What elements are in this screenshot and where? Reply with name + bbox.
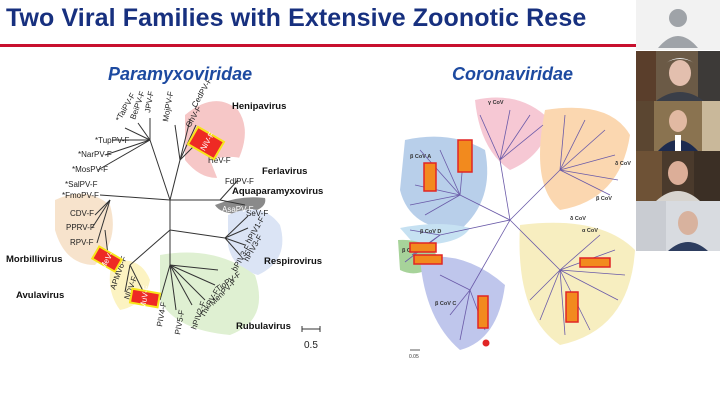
hcov-oc43-highlight <box>457 139 473 173</box>
delta-bubble <box>540 107 630 210</box>
title-divider <box>0 44 636 47</box>
participant-5-video <box>636 201 720 251</box>
gamma-bubble <box>475 97 550 170</box>
tip-piv5: PIV5-F <box>173 309 186 335</box>
niv-highlight <box>186 125 226 161</box>
hcov-229e-highlight <box>579 257 611 268</box>
label-respirovirus: Respirovirus <box>264 256 322 267</box>
tip-mospv: *MosPV-F <box>72 165 108 174</box>
paramyxo-heading: Paramyxoviridae <box>108 64 253 84</box>
tip-fdlpv: FdlPV-F <box>225 177 254 186</box>
participant-1-video <box>636 0 720 50</box>
label-henipavirus: Henipavirus <box>232 101 286 112</box>
sars-cov-highlight <box>409 242 437 253</box>
beta-a-bubble <box>400 136 488 230</box>
mev-highlight <box>90 245 124 273</box>
label-gamma: γ CoV <box>488 100 504 106</box>
slide-title: Two Viral Families with Extensive Zoonot… <box>6 4 587 32</box>
respirovirus-bubble <box>228 209 283 275</box>
participant-tile-2[interactable] <box>636 51 720 101</box>
slide: Two Viral Families with Extensive Zoonot… <box>0 4 636 360</box>
label-morbillivirus: Morbillivirus <box>6 254 62 265</box>
hcov-hku1-highlight <box>423 162 437 192</box>
tip-salpv: *SalPV-F <box>65 180 98 189</box>
corona-heading: Coronaviridae <box>452 64 574 84</box>
mers-cov-highlight <box>477 295 489 329</box>
tip-tuppv: *TupPV-F <box>95 136 129 145</box>
tip-fmopv: *FmoPV-F <box>62 191 99 200</box>
participant-2-video <box>636 51 720 101</box>
tip-asapv: AsaPV-F <box>222 205 254 214</box>
label-beta-c: β CoV C <box>435 301 456 307</box>
corona-highlights <box>409 139 611 347</box>
participant-tile-1[interactable] <box>636 0 720 50</box>
participant-3-video <box>636 101 720 151</box>
paramyxo-scale: 0.5 <box>304 340 318 351</box>
label-beta-d: β CoV D <box>420 229 441 235</box>
label-rubulavirus: Rubulavirus <box>236 321 291 332</box>
avatar-placeholder-icon <box>669 9 687 27</box>
tip-hev: HeV-F <box>208 156 231 165</box>
rubulavirus-bubble <box>160 252 260 335</box>
label-beta-delta: δ CoV <box>615 161 631 167</box>
beta-c-bubble <box>420 256 505 350</box>
label-aquaparamyxovirus: Aquaparamyxovirus <box>232 186 323 197</box>
corona-scale: 0.05 <box>409 354 419 360</box>
tip-pprv: PPRV-F <box>66 223 95 232</box>
beta-b-bubble <box>398 239 440 274</box>
svg-text:MuV-F: MuV-F <box>138 285 151 310</box>
participant-tile-4[interactable] <box>636 151 720 201</box>
tip-sev: SeV-F <box>246 209 268 218</box>
tip-mojpv: MojPV-F <box>161 90 175 122</box>
participant-tile-3[interactable] <box>636 101 720 151</box>
alpha-bubble <box>519 222 635 345</box>
participant-4-video <box>636 151 720 201</box>
label-alpha: α CoV <box>582 228 598 234</box>
participant-tile-5[interactable] <box>636 201 720 251</box>
mers-marker <box>482 339 490 347</box>
sars-cov2-highlight <box>413 254 443 265</box>
beta-d-bubble <box>400 224 470 245</box>
label-avulavirus: Avulavirus <box>16 290 64 301</box>
tip-jpv: JPV-F <box>143 90 156 113</box>
label-beta-small: β CoV <box>596 196 612 202</box>
hcov-nl63-highlight <box>565 291 579 323</box>
muv-highlight <box>128 287 162 309</box>
paramyxo-tree: CedPV-F GhV-F HeV-F MojPV-F JPV-F BeiPV-… <box>6 80 323 351</box>
tip-narpv: *NarPV-F <box>78 150 112 159</box>
label-beta-a: β CoV A <box>410 154 431 160</box>
tip-cdv: CDV-F <box>70 209 94 218</box>
label-ferlavirus: Ferlavirus <box>262 166 307 177</box>
label-delta: δ CoV <box>570 216 586 222</box>
label-beta-b: β CoV B <box>402 248 423 254</box>
tip-rpv: RPV-F <box>70 238 94 247</box>
